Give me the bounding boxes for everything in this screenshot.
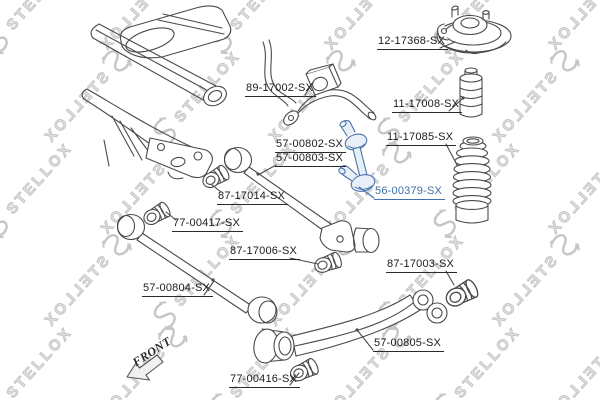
strut-mount-drawing [436,5,512,55]
part-label-57-00802-sx: 57-00802-SX [275,138,347,153]
part-label-87-17003-sx: 87-17003-SX [386,258,458,273]
stabilizer-link-highlighted-drawing[interactable] [338,119,377,194]
part-label-11-17085-sx: 11-17085-SX [386,131,457,146]
part-label-56-00379-sx-highlighted[interactable]: 56-00379-SX [374,185,446,200]
part-label-77-00417-sx: 77-00417-SX [172,217,244,232]
part-label-57-00803-sx: 57-00803-SX [275,152,347,167]
bushing-87-17003-drawing [442,277,481,311]
part-label-89-17002-sx: 89-17002-SX [245,82,317,97]
part-label-77-00416-sx: 77-00416-SX [229,373,301,388]
part-label-87-17014-sx: 87-17014-SX [217,190,289,205]
stabilizer-bar-drawing [262,39,377,126]
part-label-57-00805-sx: 57-00805-SX [373,337,445,352]
part-label-57-00804-sx: 57-00804-SX [142,282,214,297]
part-label-87-17006-sx: 87-17006-SX [229,245,301,260]
part-label-12-17368-sx: 12-17368-SX [377,35,449,50]
bump-stop-drawing [459,67,483,118]
trailing-arm-drawing [253,289,448,364]
front-arrow-icon [126,354,164,381]
dust-boot-drawing [452,136,492,224]
axle-beam-drawing [81,5,232,180]
bushing-77-00417-drawing [140,200,173,229]
part-label-11-17008-sx: 11-17008-SX [392,98,463,113]
